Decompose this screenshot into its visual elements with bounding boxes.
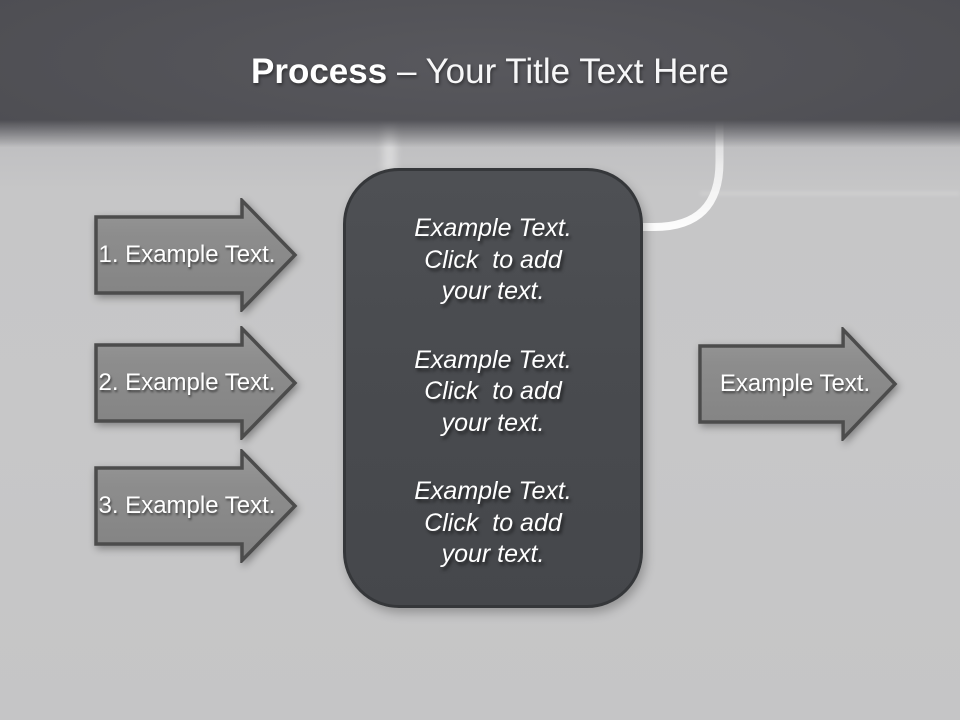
right-arrow-shape-icon xyxy=(94,326,298,440)
title-band: Process – Your Title Text Here xyxy=(0,0,960,152)
step-arrow-1-label: 1. Example Text. xyxy=(98,241,276,268)
backdrop-sheen-horizontal xyxy=(700,192,960,195)
text-block-2: Example Text. Click to add your text. xyxy=(414,345,572,437)
step-arrow-2-label: 2. Example Text. xyxy=(98,369,276,396)
title-subtitle: – Your Title Text Here xyxy=(387,52,729,91)
step-arrow-3-label: 3. Example Text. xyxy=(98,492,276,519)
center-text-box: Example Text. Click to add your text. Ex… xyxy=(343,168,643,608)
step-arrow-1: 1. Example Text. xyxy=(94,198,298,312)
text-block-3: Example Text. Click to add your text. xyxy=(414,477,572,568)
result-arrow: Example Text. xyxy=(698,327,898,441)
slide-title: Process – Your Title Text Here xyxy=(10,50,960,94)
result-arrow-label: Example Text. xyxy=(719,370,871,397)
right-arrow-shape-icon xyxy=(698,327,898,441)
title-keyword: Process xyxy=(251,52,388,91)
right-arrow-shape-icon xyxy=(94,449,298,563)
step-arrow-3: 3. Example Text. xyxy=(94,449,298,563)
right-arrow-shape-icon xyxy=(94,198,298,312)
text-block-1: Example Text. Click to add your text. xyxy=(414,214,572,305)
step-arrow-2: 2. Example Text. xyxy=(94,326,298,440)
